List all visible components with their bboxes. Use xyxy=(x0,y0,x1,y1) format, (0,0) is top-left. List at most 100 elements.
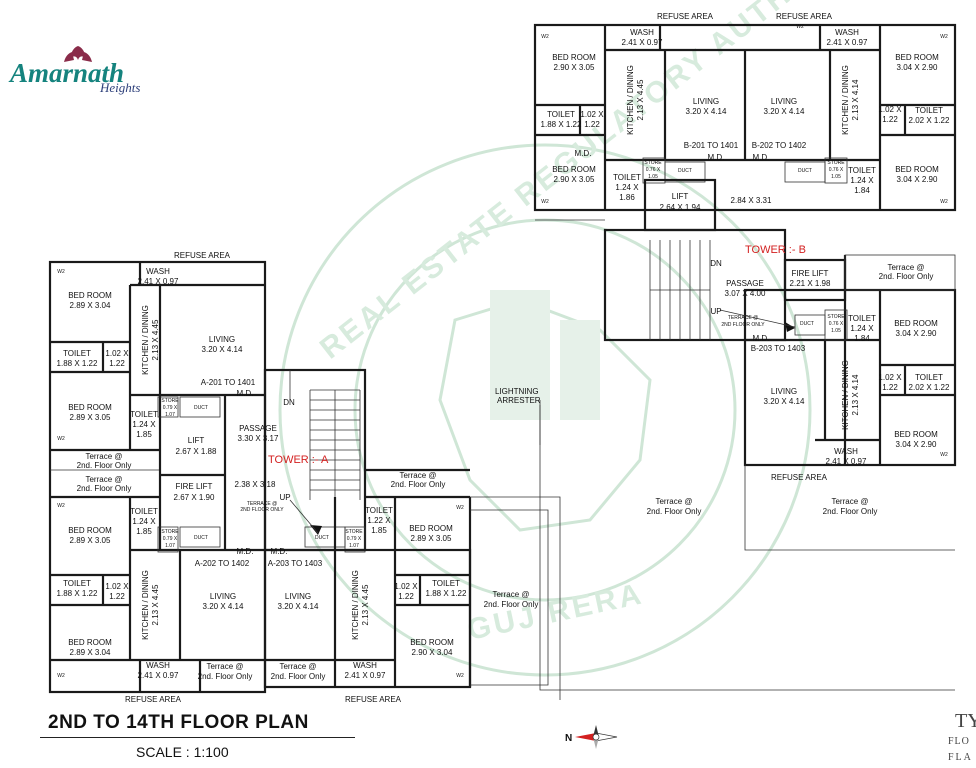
label-liv-a2-d: 3.20 X 4.14 xyxy=(203,602,244,611)
watermark-arc-text: REAL ESTATE REGULATORY AUTHORITY xyxy=(314,0,882,366)
label-bed-b1-d: 2.90 X 3.05 xyxy=(554,63,595,72)
label-toi-a1: TOILET xyxy=(63,349,91,358)
label-store-b2: STORE xyxy=(827,160,845,166)
label-bed-a5: BED ROOM xyxy=(68,638,112,647)
label-terr-b2: TERRACE @ xyxy=(728,315,758,321)
label-store-a1-d2: 1.07 xyxy=(165,412,175,418)
drawing-title: 2ND TO 14TH FLOOR PLAN xyxy=(48,712,309,733)
label-store-a1: STORE xyxy=(161,398,179,404)
label-terr-a4-b: 2nd. Floor Only xyxy=(391,480,446,489)
label-toi-b4-d: 1.24 X xyxy=(850,176,874,185)
label-lift-a-d: 2.67 X 1.88 xyxy=(176,447,217,456)
label-passage-b-d: 3.07 X 4.00 xyxy=(725,289,766,298)
label-up-b: UP xyxy=(710,307,721,316)
brand-logo-subtitle: Heights xyxy=(100,80,141,95)
label-store-b1-d2: 1.05 xyxy=(648,174,658,180)
label-w2-6: W2 xyxy=(456,673,464,679)
label-refuse-b1: REFUSE AREA xyxy=(657,12,714,21)
label-terr-a2: Terrace @ xyxy=(85,475,122,484)
label-refuse-b2: REFUSE AREA xyxy=(776,12,833,21)
label-bed-a6-d: 2.90 X 3.04 xyxy=(412,648,453,657)
label-toi-b3-d: 1.24 X xyxy=(615,183,639,192)
label-flat-b203: B-203 TO 1403 xyxy=(751,344,806,353)
label-store-b2-d2: 1.05 xyxy=(831,174,841,180)
label-terr-a7: Terrace @ xyxy=(492,590,529,599)
label-lift-a: LIFT xyxy=(188,436,205,445)
label-refuse-a-b2: REFUSE AREA xyxy=(345,695,402,704)
lightning-arrester-label-1: LIGHTNING xyxy=(495,387,539,396)
label-store-a3-d2: 1.07 xyxy=(349,543,359,549)
label-bed-a3-d: 2.89 X 3.05 xyxy=(70,536,111,545)
label-toi-a1-d: 1.88 X 1.22 xyxy=(57,359,98,368)
label-toi-a4: TOILET xyxy=(365,506,393,515)
label-kit-b3: KITCHEN / DINING xyxy=(841,360,850,430)
label-liv-a2: LIVING xyxy=(210,592,236,601)
label-bed-a1: BED ROOM xyxy=(68,291,112,300)
label-store-a2-d: 0.79 X xyxy=(163,536,178,542)
label-terr-a2-b: 2nd. Floor Only xyxy=(77,484,132,493)
label-bed-a4-d: 2.89 X 3.05 xyxy=(411,534,452,543)
label-w2-1: W2 xyxy=(57,269,65,275)
label-terr-a6-b: 2nd. Floor Only xyxy=(271,672,326,681)
label-wash-b2: WASH xyxy=(835,28,859,37)
label-store-a3: STORE xyxy=(345,529,363,535)
label-w2-7: W2 xyxy=(541,34,549,40)
label-bed-a3: BED ROOM xyxy=(68,526,112,535)
label-toi-a5b2: 1.22 xyxy=(109,592,125,601)
label-bed-a2-d: 2.89 X 3.05 xyxy=(70,413,111,422)
label-toi-b2b: 1.02 X xyxy=(878,105,902,114)
label-terr-a1-b: 2nd. Floor Only xyxy=(77,461,132,470)
label-wash-a3: WASH xyxy=(353,661,377,670)
label-bed-b2: BED ROOM xyxy=(895,53,939,62)
label-toi-b2-d: 2.02 X 1.22 xyxy=(909,116,950,125)
label-toi-b4: TOILET xyxy=(848,166,876,175)
label-bed-a4: BED ROOM xyxy=(409,524,453,533)
label-toi-b1-d: 1.88 X 1.22 xyxy=(541,120,582,129)
label-md5: M.D. xyxy=(753,153,770,162)
label-tower-a: TOWER :- A xyxy=(268,454,329,466)
logo-emblem-icon xyxy=(64,46,92,62)
label-flift-a-d: 2.67 X 1.90 xyxy=(174,493,215,502)
label-lobby-a-d: 2.38 X 3.18 xyxy=(235,480,276,489)
label-store-a3-d: 0.79 X xyxy=(347,536,362,542)
label-dn-a: DN xyxy=(283,398,295,407)
label-w2-2: W2 xyxy=(57,436,65,442)
label-toi-b2: TOILET xyxy=(915,106,943,115)
label-terr-b3: Terrace @ xyxy=(655,497,692,506)
label-duct-b1: DUCT xyxy=(678,168,692,174)
label-terr-a3-b: 2ND FLOOR ONLY xyxy=(240,507,284,513)
label-lift-b-d: 2.64 X 1.94 xyxy=(660,203,701,212)
label-toi-a4-d2: 1.85 xyxy=(371,526,387,535)
label-toi-a5-d: 1.88 X 1.22 xyxy=(57,589,98,598)
label-terr-b1-b: 2nd. Floor Only xyxy=(879,272,934,281)
label-bed-b6: BED ROOM xyxy=(894,430,938,439)
label-liv-a1: LIVING xyxy=(209,335,235,344)
label-wash-b1-d: 2.41 X 0.97 xyxy=(622,38,663,47)
label-w2-3: W2 xyxy=(57,503,65,509)
label-toi-a6: TOILET xyxy=(432,579,460,588)
label-duct-b2: DUCT xyxy=(798,168,812,174)
label-bed-b5-d: 3.04 X 2.90 xyxy=(896,329,937,338)
label-toi-a6b: 1.02 X xyxy=(394,582,418,591)
label-store-a2: STORE xyxy=(161,529,179,535)
label-store-b1-d: 0.76 X xyxy=(646,167,661,173)
label-wash-a2-d: 2.41 X 0.97 xyxy=(138,671,179,680)
title-underline xyxy=(40,737,355,738)
label-terr-a3: TERRACE @ xyxy=(247,501,277,507)
label-terr-b4-b: 2nd. Floor Only xyxy=(823,507,878,516)
label-flat-a201: A-201 TO 1401 xyxy=(201,378,256,387)
label-toi-b2b2: 1.22 xyxy=(882,115,898,124)
label-liv-a1-d: 3.20 X 4.14 xyxy=(202,345,243,354)
label-toi-a3-d2: 1.85 xyxy=(136,527,152,536)
label-bed-a5-d: 2.89 X 3.04 xyxy=(70,648,111,657)
label-toi-a2-d: 1.24 X xyxy=(132,420,156,429)
label-terr-a7-b: 2nd. Floor Only xyxy=(484,600,539,609)
label-kit-a3: KITCHEN / DINING xyxy=(351,570,360,640)
label-toi-a2: TOILET xyxy=(130,410,158,419)
label-terr-b1: Terrace @ xyxy=(887,263,924,272)
label-w2-11: W2 xyxy=(940,452,948,458)
label-wash-b2-d: 2.41 X 0.97 xyxy=(827,38,868,47)
label-w2-9: W2 xyxy=(940,34,948,40)
label-wash-a1: WASH xyxy=(146,267,170,276)
